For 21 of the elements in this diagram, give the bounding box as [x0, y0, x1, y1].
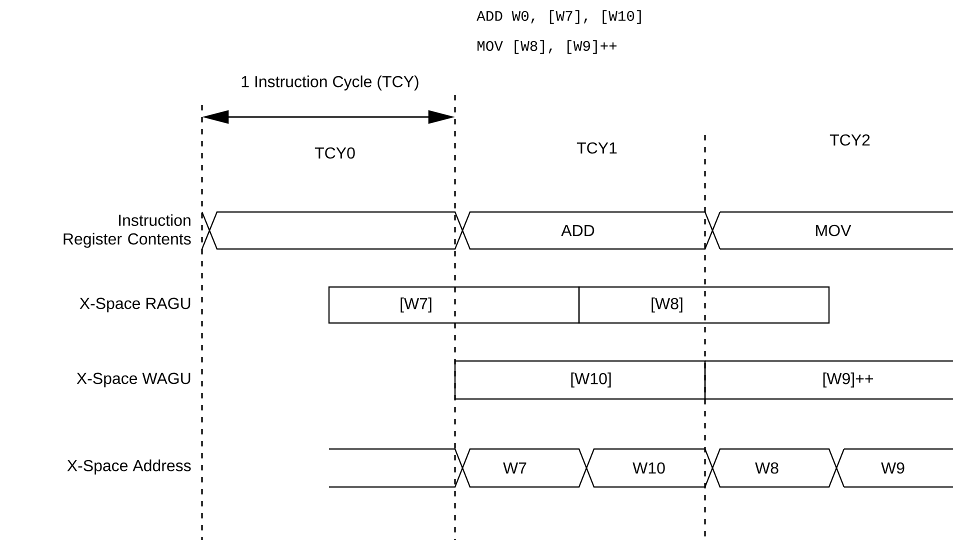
signal-name: X-Space Address [67, 460, 191, 474]
bus-value-segment: [W8] [578, 286, 830, 324]
bus-value-segment: W9 [836, 448, 953, 488]
signal-name: X-Space RAGU [80, 298, 190, 312]
cycle-label: TCY0 [314, 147, 355, 159]
bus-value-segment: ADD [462, 211, 714, 250]
bus-value-segment: MOV [712, 211, 953, 250]
code-line: ADD W0, [W7], [W10] [476, 10, 641, 24]
bus-value-segment: W10 [586, 448, 714, 488]
code-line: MOV [W8], [W9]++ [478, 40, 617, 54]
signal-name: X-Space WAGU [76, 372, 190, 388]
bus-segment [201, 211, 464, 250]
cycle-label: TCY1 [576, 142, 617, 154]
cycle-label: TCY2 [830, 134, 870, 146]
bus-value-segment: W7 [462, 448, 588, 488]
bus-segment [329, 448, 464, 488]
bus-value-segment: [W9]++ [704, 360, 953, 400]
dimension-label: 1 Instruction Cycle (TCY) [242, 76, 418, 90]
bus-value-segment: [W7] [328, 286, 580, 324]
bus-value-segment: W8 [712, 448, 838, 488]
bus-value-segment: [W10] [454, 360, 706, 400]
